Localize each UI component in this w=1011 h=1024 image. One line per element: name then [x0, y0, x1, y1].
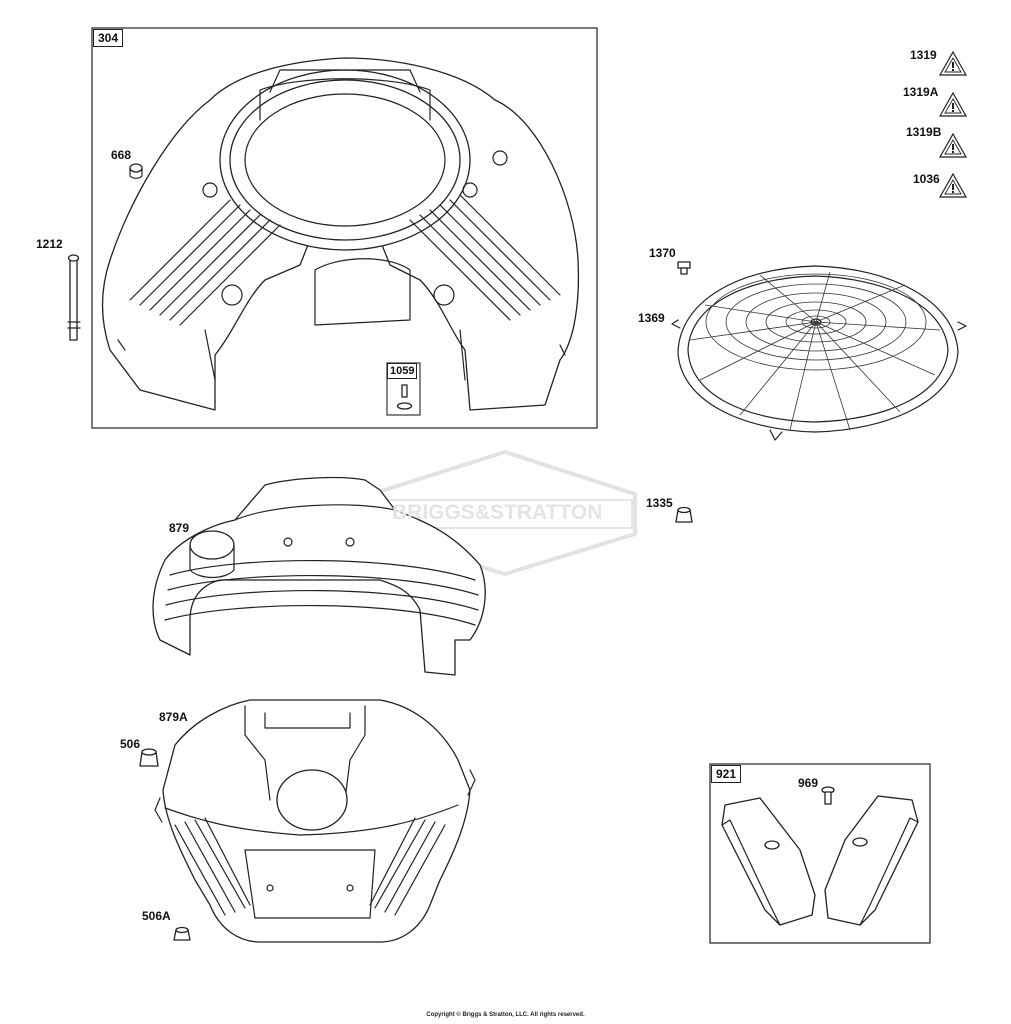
part-969-label: 969 [798, 776, 819, 790]
part-668-plug [129, 163, 143, 179]
part-921-covers [721, 795, 919, 926]
part-1036-label: 1036 [913, 172, 940, 186]
part-1319a-label: 1319A [903, 85, 939, 99]
part-304-frame [91, 27, 598, 429]
part-1369-grille [671, 265, 967, 441]
warning-icon-1319a [938, 91, 968, 117]
warning-icon-1036 [938, 172, 968, 198]
part-921-label: 921 [711, 765, 742, 783]
warning-icon-1319 [938, 50, 968, 76]
part-304-label: 304 [93, 29, 124, 47]
part-506-label: 506 [120, 737, 141, 751]
part-1059-screw [396, 384, 413, 410]
part-1369-label: 1369 [638, 311, 665, 325]
brand-watermark-text: BRIGGS&STRATTON [392, 501, 603, 524]
part-1335-label: 1335 [646, 496, 673, 510]
part-879-shroud [152, 476, 486, 676]
part-1319b-label: 1319B [906, 125, 942, 139]
part-1059-label: 1059 [387, 363, 418, 379]
part-921-frame [709, 763, 931, 944]
part-1212-label: 1212 [36, 237, 63, 251]
part-879-label: 879 [169, 521, 190, 535]
part-506-nut [139, 748, 159, 767]
part-1370-screw [677, 261, 691, 275]
part-1335-nut [675, 506, 693, 523]
blower-housing-drawing [101, 57, 580, 411]
part-1370-label: 1370 [649, 246, 676, 260]
part-1319-label: 1319 [910, 48, 937, 62]
part-506a-label: 506A [142, 909, 171, 923]
part-668-label: 668 [111, 148, 132, 162]
warning-triangles [938, 50, 968, 198]
part-969-screw [821, 786, 835, 805]
copyright-notice: Copyright © Briggs & Stratton, LLC. All … [426, 1012, 585, 1018]
part-1212-stud [67, 254, 81, 341]
part-879a-shroud [154, 699, 476, 943]
warning-icon-1319b [938, 132, 968, 158]
part-506a-nut [173, 926, 191, 941]
part-879a-label: 879A [159, 710, 188, 724]
